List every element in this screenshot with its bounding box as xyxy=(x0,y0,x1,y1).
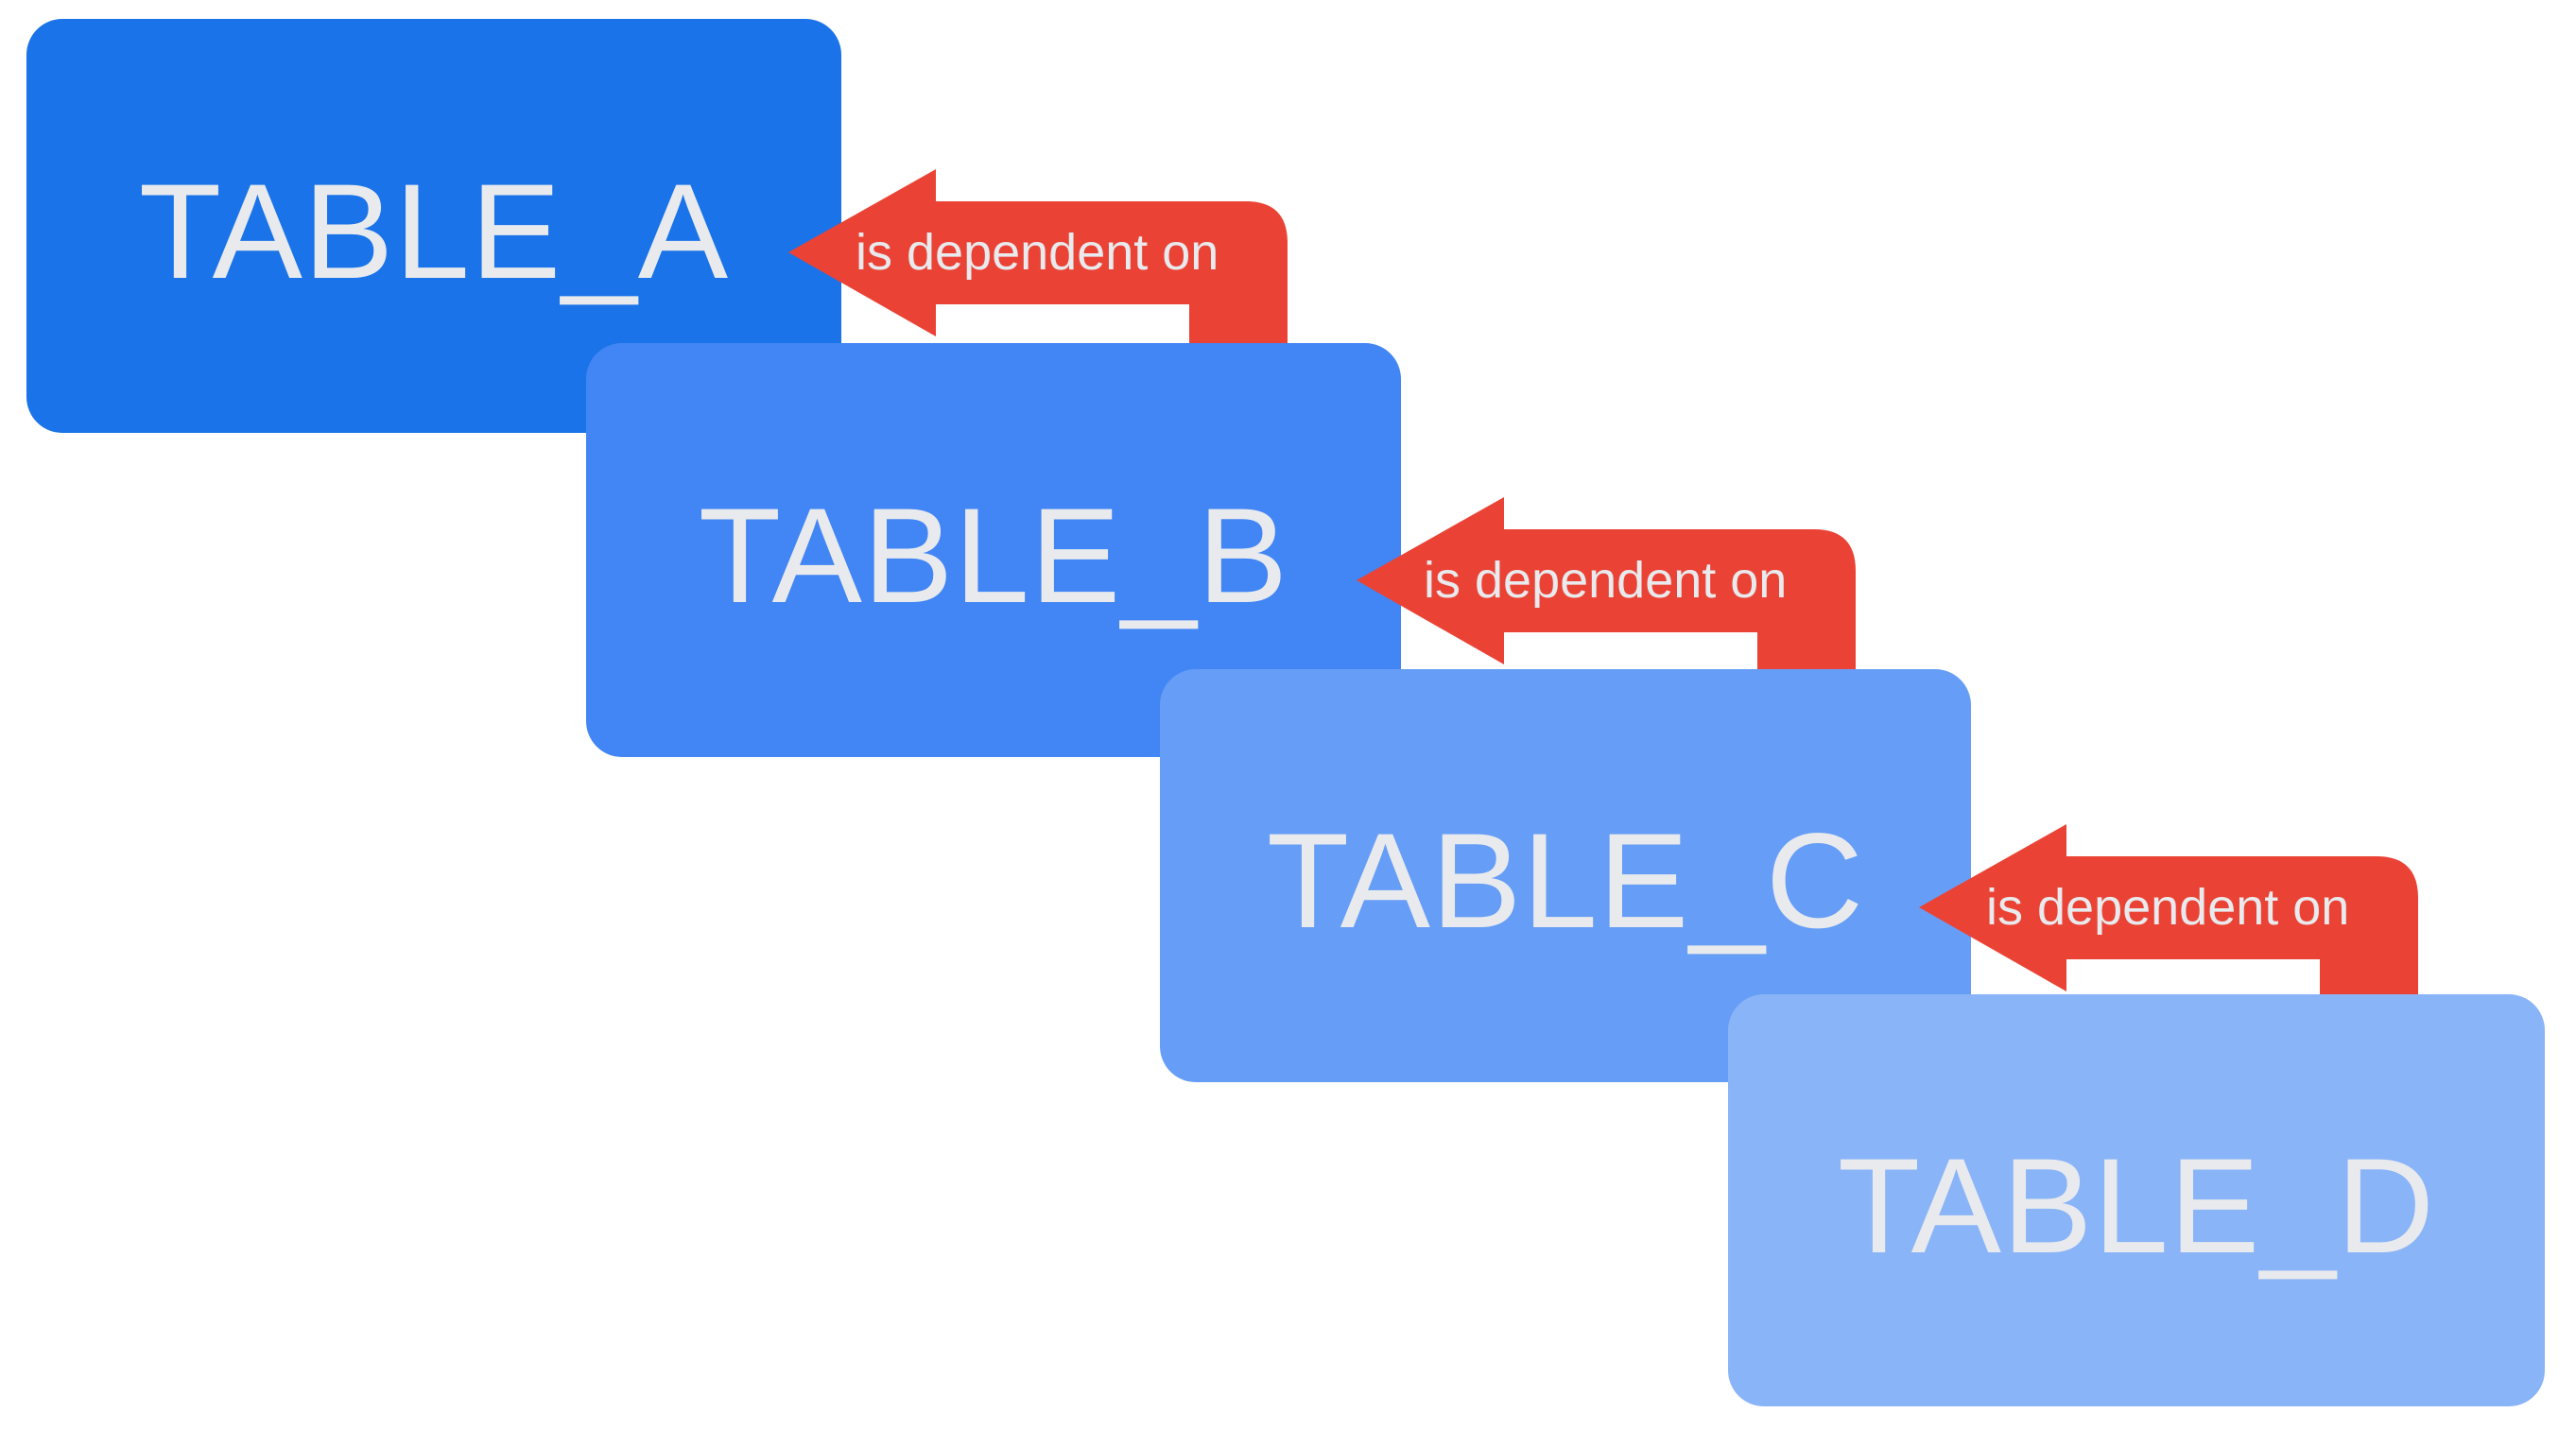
node-table-b[interactable]: TABLE_B xyxy=(586,343,1401,757)
edge-label-c-d: is dependent on xyxy=(1986,879,2350,936)
node-label-table-b: TABLE_B xyxy=(698,480,1289,631)
node-label-table-d: TABLE_D xyxy=(1837,1130,2436,1282)
node-table-d[interactable]: TABLE_D xyxy=(1728,994,2545,1406)
edge-label-a-b: is dependent on xyxy=(856,224,1219,281)
node-label-table-c: TABLE_C xyxy=(1266,806,1865,956)
node-table-a[interactable]: TABLE_A xyxy=(26,19,841,433)
edge-label-b-c: is dependent on xyxy=(1424,552,1788,609)
node-label-table-a: TABLE_A xyxy=(138,156,730,307)
